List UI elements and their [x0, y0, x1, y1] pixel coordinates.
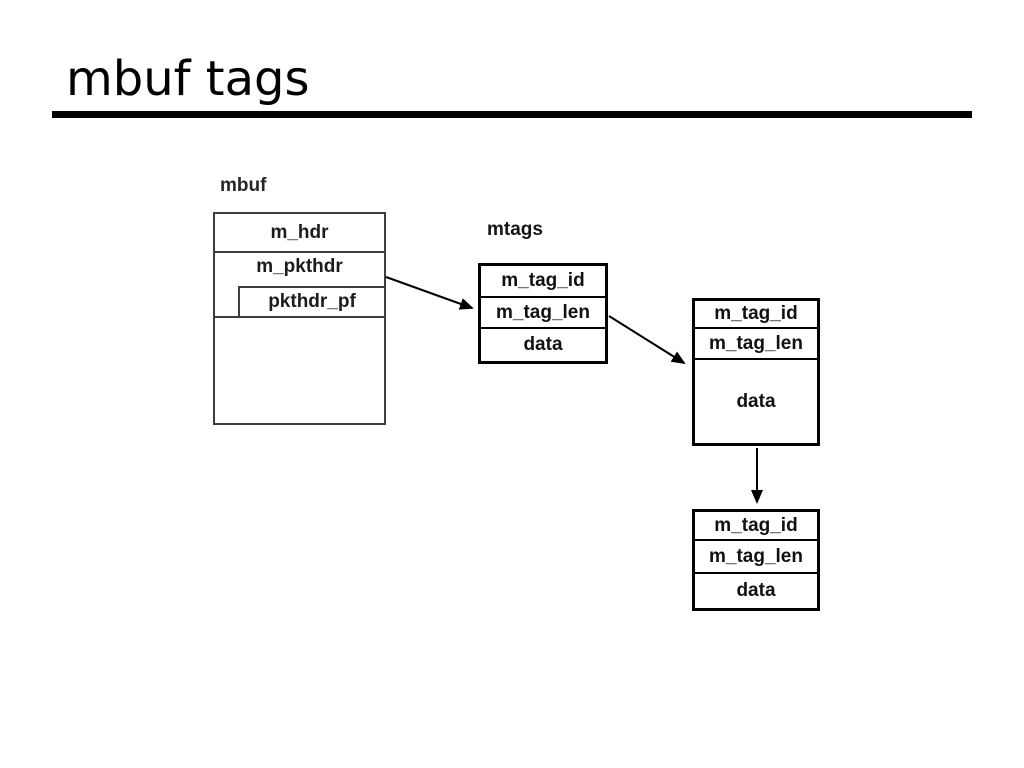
- title-underline-rule: [52, 111, 972, 118]
- arrow-pkthdr-pf-to-mtag1: [385, 276, 474, 310]
- mbuf-struct-label: mbuf: [220, 175, 267, 196]
- mtag-node-3-box: [692, 509, 820, 611]
- mtag-node-1-divider-2: [481, 327, 605, 329]
- mbuf-row-pkthdr-pf: pkthdr_pf: [268, 291, 356, 312]
- mtag-node-3-divider-2: [695, 572, 817, 574]
- mbuf-divider-1: [215, 251, 384, 253]
- mtag-node-1-row-data: data: [523, 334, 563, 355]
- slide-title: mbuf tags: [66, 51, 310, 107]
- mbuf-divider-2: [215, 316, 384, 318]
- mtag-node-3-divider-1: [695, 539, 817, 541]
- arrow-mtag1-to-mtag2: [608, 315, 686, 365]
- mtag-node-2-row-data: data: [736, 390, 776, 412]
- mtag-node-1-row-m-tag-id: m_tag_id: [501, 270, 585, 291]
- mtag-node-2-row-m-tag-len: m_tag_len: [709, 332, 803, 354]
- mtag-node-1-divider-1: [481, 296, 605, 298]
- mbuf-row-m-hdr: m_hdr: [270, 221, 329, 243]
- mtag-node-1-box: [478, 263, 608, 364]
- mtag-node-3-row-data: data: [736, 580, 776, 601]
- mtag-node-2-row-m-tag-id: m_tag_id: [714, 303, 798, 324]
- mtag-node-2-divider-2: [695, 358, 817, 360]
- mbuf-struct-box: [213, 212, 386, 425]
- mbuf-row-m-pkthdr: m_pkthdr: [256, 256, 343, 277]
- mtag-node-2-box: [692, 298, 820, 446]
- mtag-node-3-row-m-tag-id: m_tag_id: [714, 514, 798, 536]
- mtag-node-3-row-m-tag-len: m_tag_len: [709, 545, 803, 567]
- mtag-node-1-row-m-tag-len: m_tag_len: [496, 301, 590, 323]
- mtags-label: mtags: [487, 219, 543, 240]
- mtag-node-2-divider-1: [695, 327, 817, 329]
